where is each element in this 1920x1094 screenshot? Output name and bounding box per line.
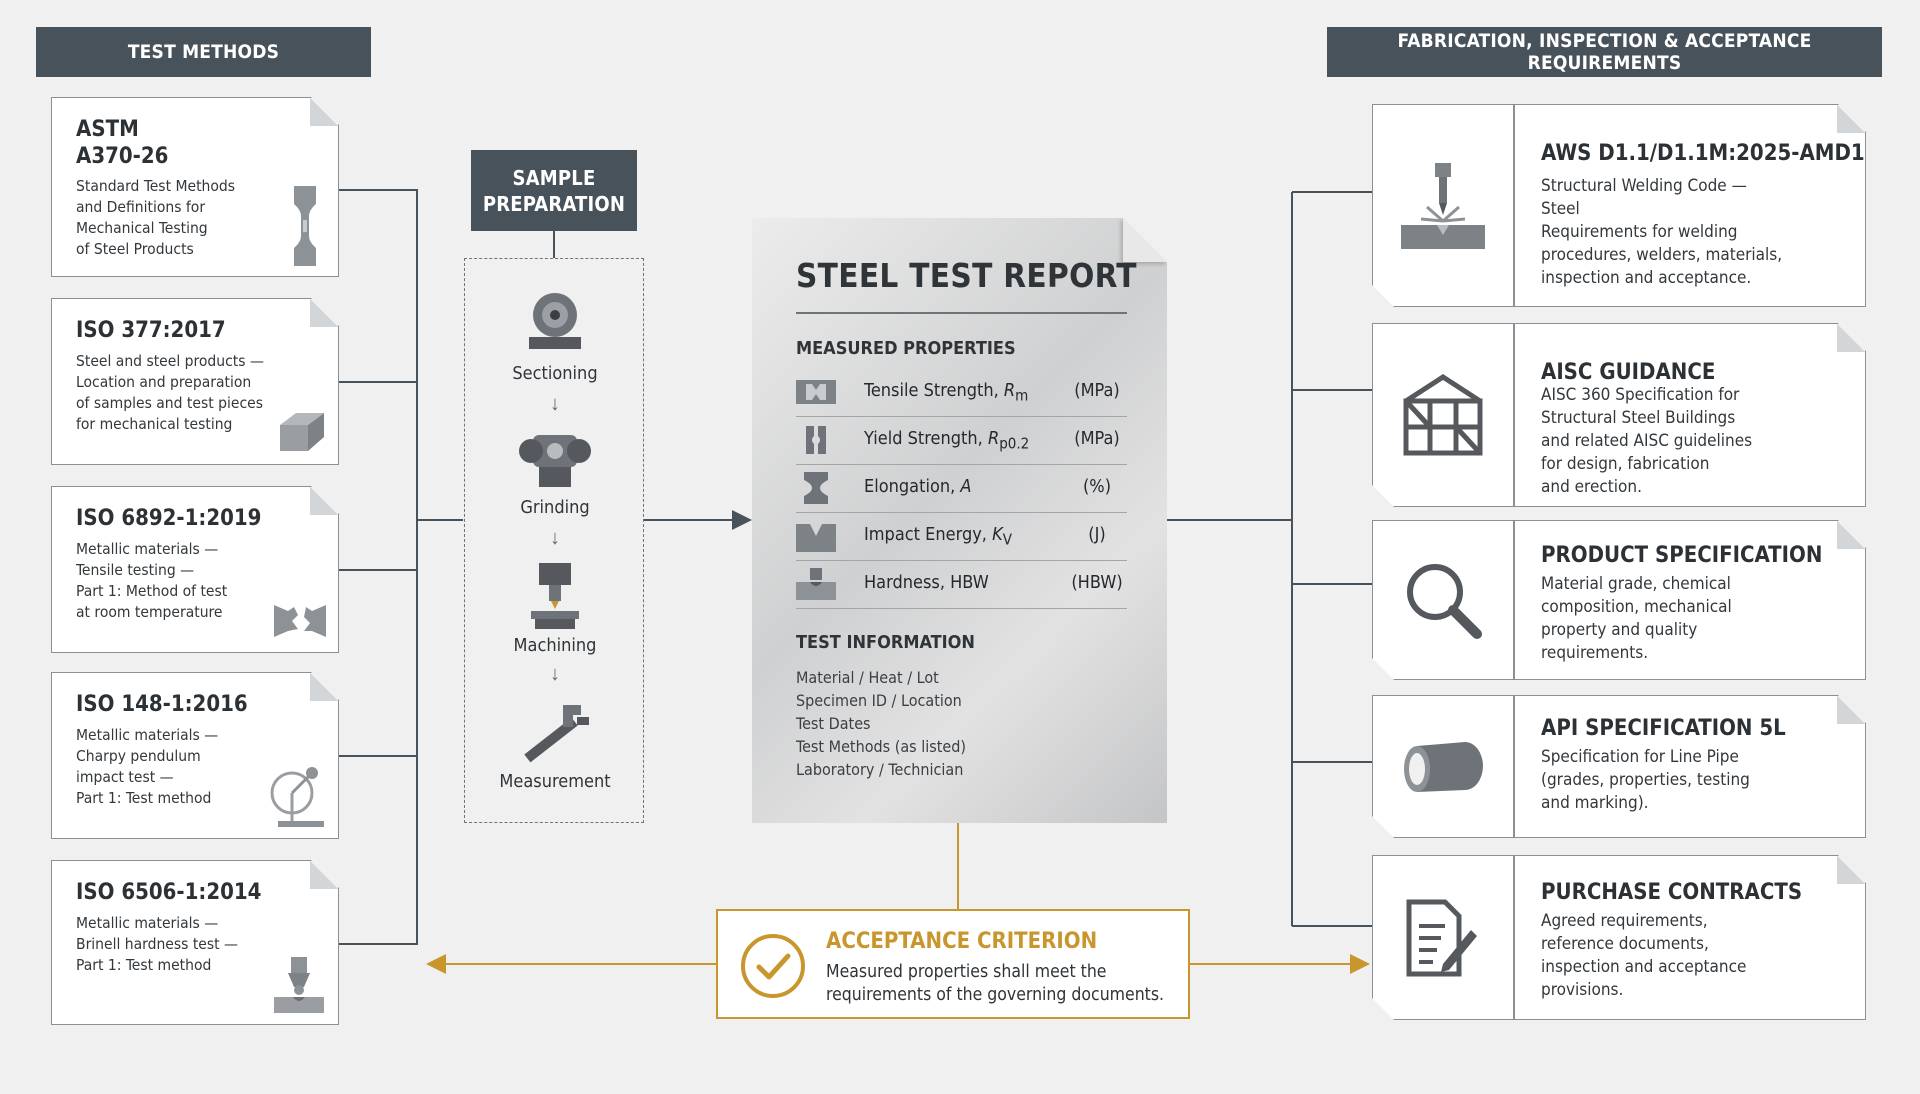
info-line: Test Methods (as listed)	[796, 737, 966, 756]
requirement-desc: Material grade, chemical composition, me…	[1541, 574, 1732, 663]
steel-test-report: STEEL TEST REPORT MEASURED PROPERTIES Te…	[752, 218, 1167, 823]
property-name: Yield Strength,	[864, 428, 988, 449]
tensile-icon	[796, 376, 836, 408]
method-title: ASTM A370-26	[76, 117, 169, 169]
fractured-specimen-icon	[274, 601, 326, 641]
tensile-specimen-icon	[292, 186, 318, 266]
method-card-iso-148: ISO 148-1:2016 Metallic materials — Char…	[51, 672, 339, 839]
saw-icon	[529, 293, 581, 349]
property-row-tensile: Tensile Strength, Rm (MPa)	[796, 368, 1127, 417]
requirements-header: FABRICATION, INSPECTION & ACCEPTANCE REQ…	[1327, 27, 1882, 77]
property-row-impact: Impact Energy, KV (J)	[796, 512, 1127, 561]
requirement-desc: Structural Welding Code — Steel Requirem…	[1541, 176, 1783, 288]
down-arrow: ↓	[550, 393, 560, 415]
property-name: Elongation,	[864, 476, 961, 497]
property-name: Impact Energy,	[864, 524, 993, 545]
measured-properties-heading: MEASURED PROPERTIES	[796, 338, 1016, 359]
property-row-elongation: Elongation, A (%)	[796, 464, 1127, 513]
indent-icon	[796, 568, 836, 600]
method-card-iso-6892: ISO 6892-1:2019 Metallic materials — Ten…	[51, 486, 339, 653]
grinder-icon	[519, 435, 591, 487]
method-desc: Standard Test Methods and Definitions fo…	[76, 177, 236, 258]
hardness-indenter-icon	[274, 957, 324, 1013]
step-label-measurement: Measurement	[499, 771, 611, 792]
step-label-grinding: Grinding	[520, 497, 590, 518]
property-unit: (J)	[1088, 524, 1106, 545]
info-line: Material / Heat / Lot	[796, 668, 939, 687]
caliper-icon	[524, 705, 589, 763]
contract-icon	[1405, 898, 1481, 978]
requirement-desc: Agreed requirements, reference documents…	[1541, 911, 1747, 1000]
notch-icon	[796, 520, 836, 552]
method-desc: Steel and steel products — Location and …	[76, 352, 264, 433]
test-methods-header: TEST METHODS	[36, 27, 371, 77]
method-card-astm-a370: ASTM A370-26 Standard Test Methods and D…	[51, 97, 339, 277]
report-title: STEEL TEST REPORT	[796, 256, 1137, 295]
requirement-card-product-specification: PRODUCT SPECIFICATION Material grade, ch…	[1372, 520, 1866, 680]
property-row-hardness: Hardness, HBW (HBW)	[796, 560, 1127, 609]
elongation-icon	[796, 472, 836, 504]
requirement-title: PRODUCT SPECIFICATION	[1541, 543, 1823, 568]
method-card-iso-377: ISO 377:2017 Steel and steel products — …	[51, 298, 339, 465]
method-card-iso-6506: ISO 6506-1:2014 Metallic materials — Bri…	[51, 860, 339, 1025]
sample-preparation-header: SAMPLE PREPARATION	[471, 150, 637, 231]
property-unit: (MPa)	[1074, 380, 1120, 401]
method-desc: Metallic materials — Tensile testing — P…	[76, 540, 228, 621]
method-title: ISO 6892-1:2019	[76, 506, 262, 531]
method-desc: Metallic materials — Charpy pendulum imp…	[76, 726, 219, 807]
magnifier-icon	[1403, 560, 1483, 640]
acceptance-title: ACCEPTANCE CRITERION	[826, 929, 1098, 954]
steel-frame-icon	[1400, 373, 1486, 457]
method-title: ISO 148-1:2016	[76, 692, 248, 717]
requirement-title: AWS D1.1/D1.1M:2025-AMD1	[1541, 141, 1865, 166]
info-line: Specimen ID / Location	[796, 691, 962, 710]
test-information-heading: TEST INFORMATION	[796, 632, 975, 653]
acceptance-criterion-box: ACCEPTANCE CRITERION Measured properties…	[716, 909, 1190, 1019]
method-title: ISO 377:2017	[76, 318, 226, 343]
property-name: Tensile Strength,	[864, 380, 1004, 401]
requirement-title: PURCHASE CONTRACTS	[1541, 880, 1803, 905]
yield-icon	[796, 424, 836, 456]
down-arrow: ↓	[550, 527, 560, 549]
method-desc: Metallic materials — Brinell hardness te…	[76, 914, 239, 974]
sample-preparation-steps: Sectioning ↓ Grinding ↓ Machining ↓ Meas…	[464, 258, 644, 823]
property-row-yield: Yield Strength, Rp0.2 (MPa)	[796, 416, 1127, 465]
welding-torch-icon	[1401, 163, 1485, 249]
info-line: Laboratory / Technician	[796, 760, 964, 779]
requirement-card-api-5l: API SPECIFICATION 5L Specification for L…	[1372, 695, 1866, 838]
step-label-sectioning: Sectioning	[512, 363, 598, 384]
requirement-desc: Specification for Line Pipe (grades, pro…	[1541, 747, 1750, 813]
method-title: ISO 6506-1:2014	[76, 880, 262, 905]
info-line: Test Dates	[796, 714, 871, 733]
requirement-card-aisc: AISC GUIDANCE AISC 360 Specification for…	[1372, 323, 1866, 507]
requirement-title: API SPECIFICATION 5L	[1541, 716, 1786, 741]
check-circle-icon	[741, 934, 805, 998]
requirement-desc: AISC 360 Specification for Structural St…	[1541, 385, 1753, 497]
mill-icon	[531, 563, 579, 629]
property-unit: (%)	[1082, 476, 1112, 497]
step-label-machining: Machining	[513, 635, 597, 656]
requirement-title: AISC GUIDANCE	[1541, 360, 1716, 385]
requirement-card-purchase-contracts: PURCHASE CONTRACTS Agreed requirements, …	[1372, 855, 1866, 1020]
pipe-icon	[1401, 738, 1485, 796]
sample-block-icon	[278, 409, 326, 453]
property-name: Hardness, HBW	[864, 572, 989, 593]
requirement-card-aws-d1-1: AWS D1.1/D1.1M:2025-AMD1 Structural Weld…	[1372, 104, 1866, 307]
property-unit: (MPa)	[1074, 428, 1120, 449]
acceptance-desc: Measured properties shall meet the requi…	[826, 962, 1165, 1005]
pendulum-icon	[268, 765, 326, 827]
down-arrow: ↓	[550, 663, 560, 685]
property-unit: (HBW)	[1071, 572, 1123, 593]
